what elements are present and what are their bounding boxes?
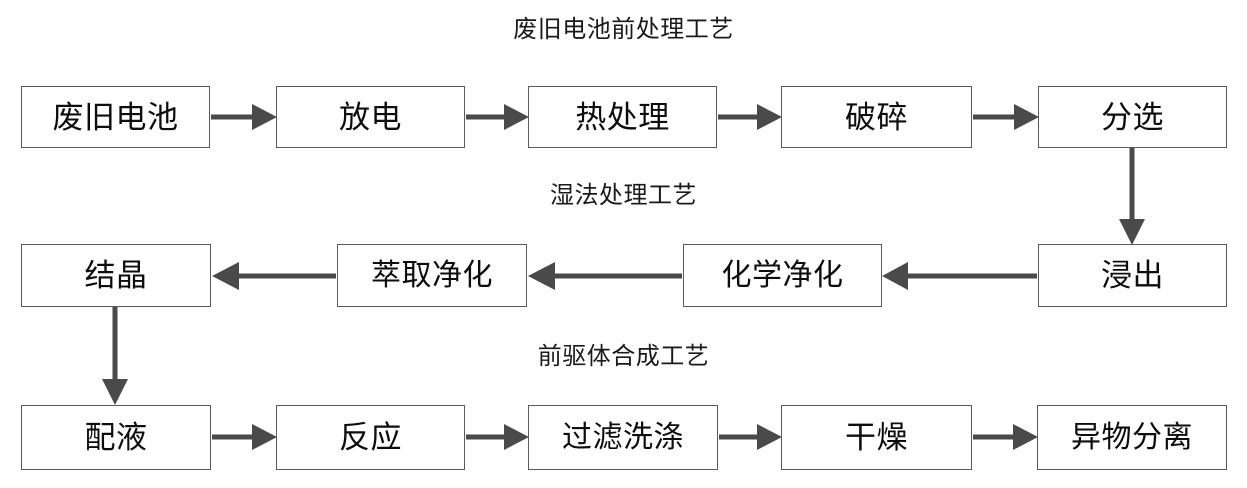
section-title-pretreatment: 废旧电池前处理工艺 xyxy=(513,17,734,43)
arrow-extraction-purification-to-crystallization xyxy=(212,262,336,290)
node-chemical-purification[interactable]: 化学净化 xyxy=(683,244,882,307)
node-foreign-matter-separation[interactable]: 异物分离 xyxy=(1037,405,1227,470)
arrow-heat-treatment-to-crushing xyxy=(718,104,782,130)
node-solution-preparation[interactable]: 配液 xyxy=(21,405,211,470)
arrow-filtration-washing-to-drying xyxy=(719,424,782,450)
arrow-discharge-to-heat-treatment xyxy=(466,104,529,130)
node-spent-battery[interactable]: 废旧电池 xyxy=(21,86,210,148)
node-crystallization[interactable]: 结晶 xyxy=(21,244,211,307)
arrow-spent-battery-to-discharge xyxy=(211,104,277,130)
arrow-chemical-purification-to-extraction-purification xyxy=(528,262,682,290)
node-drying[interactable]: 干燥 xyxy=(781,405,972,470)
node-filtration-washing[interactable]: 过滤洗涤 xyxy=(528,405,718,470)
arrow-leaching-to-chemical-purification xyxy=(882,262,1037,290)
arrow-crushing-to-sorting xyxy=(973,104,1039,130)
node-extraction-purification[interactable]: 萃取净化 xyxy=(337,244,527,307)
node-sorting[interactable]: 分选 xyxy=(1038,86,1227,148)
node-discharge[interactable]: 放电 xyxy=(276,86,465,148)
node-crushing[interactable]: 破碎 xyxy=(781,86,972,148)
arrow-drying-to-foreign-matter-separation xyxy=(973,424,1038,450)
node-reaction[interactable]: 反应 xyxy=(276,405,465,470)
node-leaching[interactable]: 浸出 xyxy=(1038,244,1227,307)
section-title-precursor: 前驱体合成工艺 xyxy=(537,344,710,370)
node-heat-treatment[interactable]: 热处理 xyxy=(528,86,717,148)
arrow-reaction-to-filtration-washing xyxy=(466,424,529,450)
section-title-hydrometallurgy: 湿法处理工艺 xyxy=(550,183,697,209)
arrow-solution-preparation-to-reaction xyxy=(212,424,277,450)
